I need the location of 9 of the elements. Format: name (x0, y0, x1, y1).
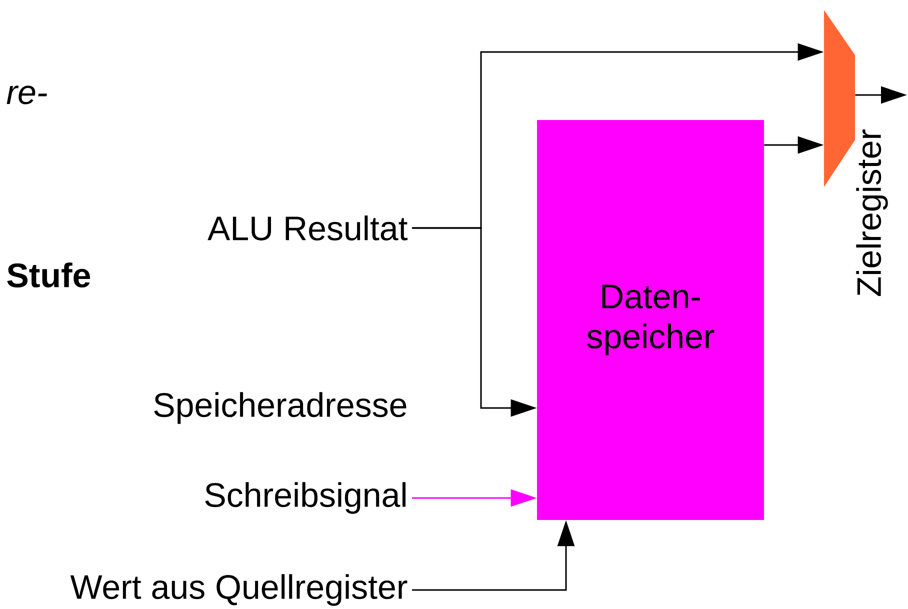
signal-label: Wert aus Quellregister (70, 574, 408, 606)
signal-label: ALU Resultat (208, 216, 408, 240)
signal-label: Speicheradresse (154, 392, 406, 424)
multiplexer-shape (824, 10, 855, 187)
rotated-label: Zielregister (856, 130, 888, 296)
memory-box: Daten- speicher (537, 120, 764, 520)
heading-fragment: re- (6, 86, 47, 104)
heading-fragment: Stufe (7, 262, 90, 288)
signal-label: Schreibsignal (205, 482, 406, 514)
